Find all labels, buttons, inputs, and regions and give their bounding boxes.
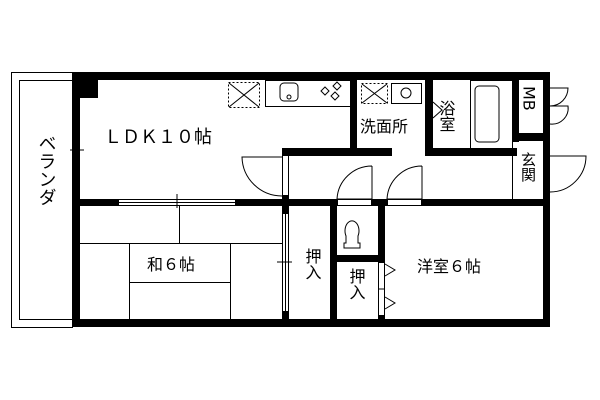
stove-icon bbox=[320, 81, 342, 101]
room-labels: ベランダ ＬＤＫ１０帖 洗面所 浴室 MB 玄関 和６帖 押入 押入 洋室６帖 bbox=[36, 86, 539, 300]
meter-box-label: MB bbox=[520, 86, 539, 111]
tatami-lines bbox=[80, 206, 282, 319]
doors bbox=[241, 87, 587, 206]
balcony-label: ベランダ bbox=[36, 134, 57, 206]
fixtures bbox=[80, 80, 513, 319]
bath-label: 浴室 bbox=[437, 100, 456, 132]
entrance-label: 玄関 bbox=[519, 152, 537, 183]
washroom-label: 洗面所 bbox=[360, 117, 408, 136]
closet-1-label: 押入 bbox=[303, 248, 322, 280]
toilet-icon bbox=[343, 220, 361, 249]
windows bbox=[70, 98, 443, 316]
western-room-label: 洋室６帖 bbox=[417, 257, 481, 276]
japanese-room-label: 和６帖 bbox=[147, 255, 195, 274]
ldk-label: ＬＤＫ１０帖 bbox=[104, 127, 212, 148]
closet-2-label: 押入 bbox=[347, 268, 366, 300]
